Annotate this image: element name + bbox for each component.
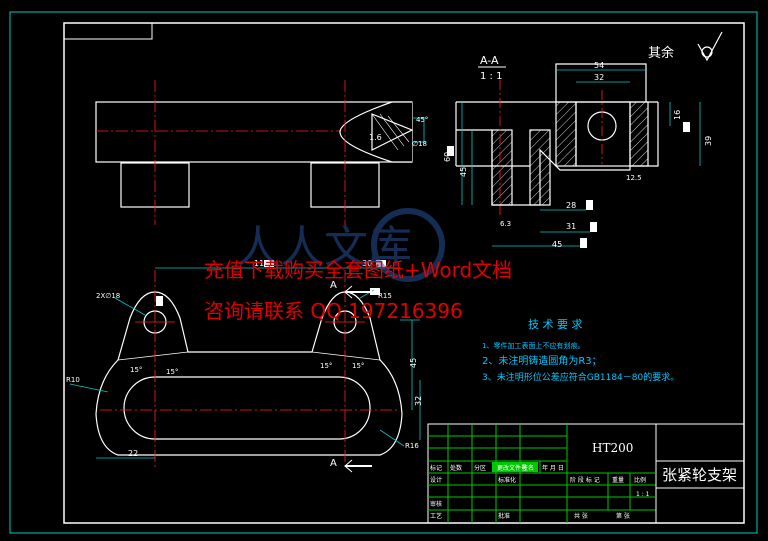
svg-text:更改文件号: 更改文件号 (497, 464, 527, 472)
top-dim-110: 110 (254, 259, 269, 268)
section-dim-32: 32 (594, 73, 604, 82)
tech-title: 技 术 要 求 (528, 318, 583, 331)
svg-text:比例: 比例 (634, 476, 646, 484)
top-dim-r10: R10 (66, 376, 80, 384)
section-dim-45b: 45 (552, 240, 562, 249)
svg-text:工艺: 工艺 (430, 512, 442, 520)
section-dim-60: 60 (443, 152, 452, 162)
tech-item-2: 2、未注明铸造圆角为R3； (482, 354, 602, 367)
section-dim-28: 28 (566, 201, 576, 210)
top-dim-45: 45 (409, 358, 418, 368)
code-box (63, 22, 153, 40)
top-dim-lines (69, 267, 421, 459)
svg-text:A: A (330, 280, 337, 291)
title-block (427, 423, 745, 524)
watermark-line2: 咨询请联系 QQ 197216396 (204, 299, 463, 323)
section-dim-lines (461, 69, 701, 247)
svg-text:处数: 处数 (450, 464, 462, 472)
inner-frame (63, 22, 745, 524)
svg-text:年 月 日: 年 月 日 (542, 464, 564, 472)
svg-text:A: A (330, 458, 337, 469)
section-dim-54: 54 (594, 61, 604, 70)
outer-frame (9, 11, 758, 534)
top-dim-ang2: 15° (166, 368, 178, 376)
section-dim-31: 31 (566, 222, 576, 231)
title-scale: 1 : 1 (636, 491, 650, 498)
svg-text:共 张: 共 张 (574, 512, 588, 520)
front-dim-hole: ∅18 (412, 140, 427, 148)
top-dim-ang3: 15° (320, 362, 332, 370)
section-label: A-A (480, 54, 499, 67)
svg-text:批准: 批准 (498, 512, 510, 520)
section-scale: 1 : 1 (480, 71, 502, 82)
svg-text:标记: 标记 (430, 464, 442, 472)
svg-text:设计: 设计 (430, 476, 442, 484)
section-dim-45: 45 (459, 167, 468, 177)
svg-text:审核: 审核 (430, 500, 442, 508)
top-dim-22: 22 (128, 449, 138, 458)
roughness-symbol-icon (697, 31, 723, 62)
svg-text:阶 段 标 记: 阶 段 标 记 (570, 476, 600, 484)
svg-text:人人文库: 人人文库 (236, 222, 412, 273)
title-rows: 标记 处数 分区 更改文件号 签名 年 月 日 设计 标准化 阶 段 标 记 重… (430, 464, 646, 520)
watermark-logo-icon: 人人文库 (236, 208, 445, 282)
svg-text:重量: 重量 (612, 476, 624, 484)
section-marker-top: A (330, 280, 372, 299)
title-material: HT200 (592, 441, 633, 455)
title-part-name: 张紧轮支架 (662, 466, 737, 484)
section-dim-16: 16 (673, 110, 682, 120)
front-dim-small: 1.6 (369, 133, 382, 142)
front-dim-angle: 45° (416, 116, 428, 124)
roughness-note: 其余 (648, 45, 674, 61)
top-dim-r15: R15 (378, 292, 392, 300)
svg-text:分区: 分区 (474, 464, 486, 472)
section-marker-bottom: A (330, 458, 372, 473)
section-view (455, 63, 659, 215)
section-rough-a: 12.5 (626, 174, 642, 182)
svg-text:第 张: 第 张 (616, 512, 630, 520)
front-view (95, 80, 426, 225)
top-dim-ang1: 15° (130, 366, 142, 374)
watermark-line1: 充值下载购买全套图纸+Word文档 (204, 258, 512, 282)
svg-text:签名: 签名 (522, 464, 534, 472)
top-dim-ang4: 15° (352, 362, 364, 370)
top-dim-32: 32 (414, 396, 423, 406)
section-dim-39: 39 (704, 136, 713, 146)
svg-text:标准化: 标准化 (498, 476, 516, 484)
section-rough-b: 6.3 (500, 220, 511, 228)
title-highlight (492, 462, 538, 472)
top-dim-hole: 2X∅18 (96, 292, 120, 300)
tech-item-3: 3、未注明形位公差应符合GB1184－80的要求。 (482, 371, 679, 383)
tech-item-1: 1、零件加工表面上不应有划痕。 (482, 341, 584, 350)
top-dim-30: 30 (362, 259, 372, 268)
top-dim-r16: R16 (405, 442, 419, 450)
